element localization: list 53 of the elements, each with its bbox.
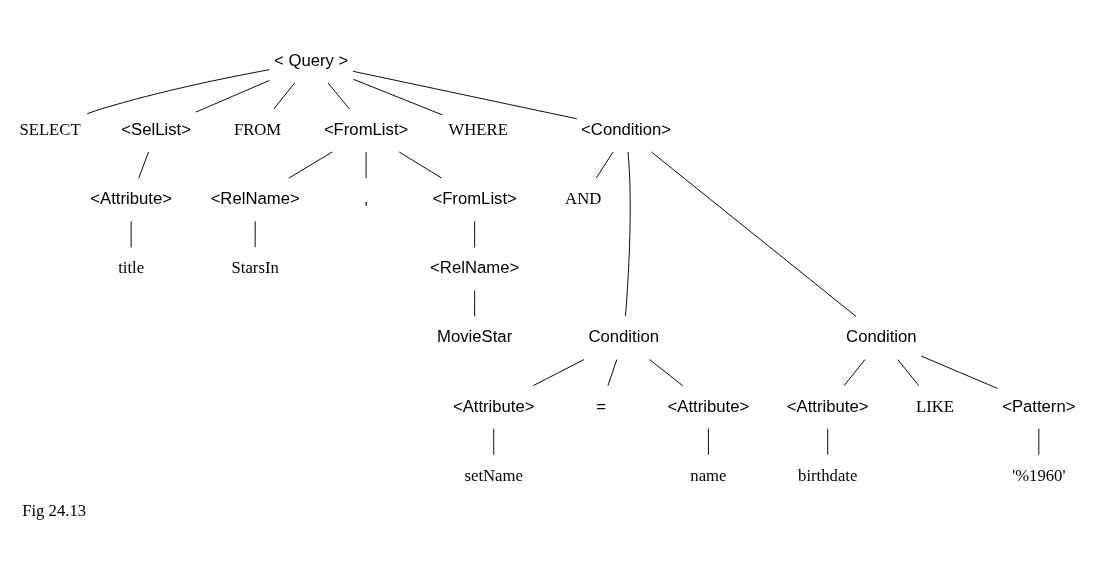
node-text: Condition (588, 327, 659, 347)
node-text: <SelList> (121, 119, 191, 139)
connector (649, 359, 684, 387)
connector (827, 428, 829, 456)
node-text: = (596, 396, 606, 416)
node-text: <RelName> (430, 258, 520, 278)
connector (474, 220, 476, 248)
connector (843, 359, 866, 387)
node-text: <FromList> (323, 119, 409, 139)
node-text: MovieStar (437, 327, 513, 347)
node-text: title (118, 258, 145, 278)
node-text: WHERE (448, 119, 508, 139)
node-text: FROM (233, 119, 282, 139)
caption: Fig 24.13 (22, 500, 87, 520)
connector (532, 359, 585, 387)
node-text: <Attribute> (452, 396, 535, 416)
node-text: StarsIn (231, 258, 279, 278)
node-text: setName (464, 465, 523, 485)
connector (327, 82, 350, 110)
connector (707, 428, 709, 456)
node-text: <Attribute> (667, 396, 750, 416)
connector (1038, 428, 1040, 456)
connector (651, 151, 857, 317)
node-text: <Attribute> (90, 189, 172, 209)
connector (288, 151, 333, 179)
node-text: <RelName> (210, 189, 300, 209)
node-text: name (690, 465, 727, 485)
connector (474, 289, 476, 317)
connector (138, 151, 149, 179)
node-text: <Pattern> (1002, 396, 1076, 416)
node-text: birthdate (798, 465, 858, 485)
connector (920, 355, 998, 389)
node-text: AND (565, 189, 602, 209)
connector (352, 78, 443, 116)
node-text: LIKE (916, 396, 955, 416)
node-text: Condition (846, 327, 917, 347)
node-text: <FromList> (432, 189, 517, 209)
connector (86, 69, 270, 115)
node-text: '%1960' (1012, 465, 1066, 485)
node-text: <Condition> (581, 119, 672, 139)
connector (897, 359, 920, 387)
node-text: SELECT (19, 119, 81, 139)
connector (607, 359, 618, 387)
connector (398, 151, 443, 179)
node-text: <Attribute> (786, 396, 869, 416)
connector (273, 82, 296, 110)
connector (625, 151, 631, 317)
node-text: , (363, 189, 369, 209)
connector (352, 70, 578, 120)
connector (595, 151, 614, 179)
connector (493, 428, 495, 456)
connector (195, 80, 270, 113)
node-text: < Query > (274, 50, 349, 70)
